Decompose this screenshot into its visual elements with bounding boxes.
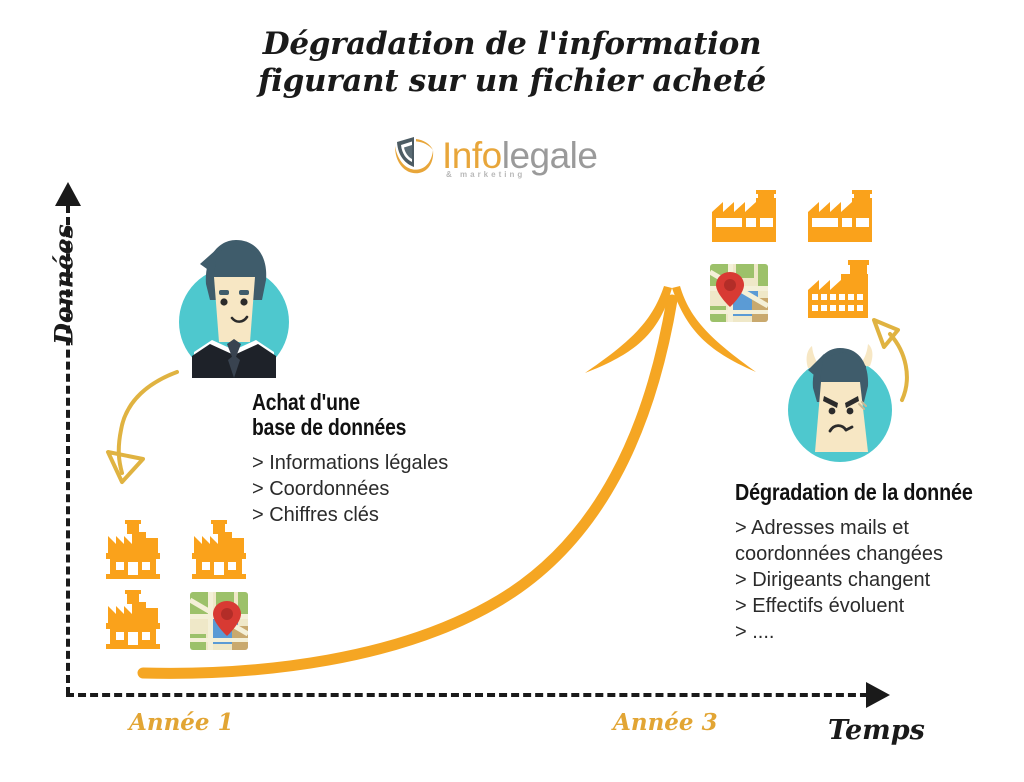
left-block-heading: Achat d'une base de données [252,390,496,440]
factory-grid-icon [802,260,882,324]
left-heading-line-2: base de données [252,414,407,440]
left-block-bullets: > Informations légales > Coordonnées > C… [252,450,542,528]
x-tick-label-annee-1: Année 1 [129,709,234,736]
list-item-continuation: coordonnées changées [735,543,943,565]
logo-tagline: & marketing [446,169,526,179]
x-axis-arrowhead [866,682,890,708]
x-axis-line [66,693,880,697]
left-annotation-block: Achat d'une base de données > Informatio… [252,390,542,528]
right-annotation-block: Dégradation de la donnée > Adresses mail… [735,480,1024,645]
factory-band-icon [802,190,882,252]
devil-horn-left [806,346,822,368]
right-block-bullets: > Adresses mails et coordonnées changées… [735,515,1024,645]
happy-businessman-avatar [170,222,298,382]
list-item: > Dirigeants changent [735,569,931,591]
page-title-line-1: Dégradation de l'information [262,26,762,62]
list-item: > Adresses mails et [735,517,909,539]
map-tile-icon [706,262,786,324]
x-tick-label-annee-3: Année 3 [613,709,718,736]
list-item: > Effectifs évoluent [735,595,905,617]
page-title: Dégradation de l'information figurant su… [0,26,1024,100]
factory-sawtooth-icon [186,520,258,582]
data-icons-group-right [706,190,882,324]
factory-sawtooth-icon [100,590,172,652]
data-icons-group-left [100,520,258,652]
list-item: > .... [735,621,775,643]
shield-swoosh-icon [392,133,436,177]
list-item: > Chiffres clés [252,504,379,526]
list-item: > Coordonnées [252,478,390,500]
list-item: > Informations légales [252,452,449,474]
x-axis-label: Temps [828,715,925,746]
logo-text-info: Info [442,134,502,176]
devil-horn-right [858,344,873,367]
logo-wordmark: Infolegale & marketing [442,134,598,179]
angry-devil-avatar [780,330,900,480]
right-block-heading: Dégradation de la donnée [735,479,973,505]
brand-logo: Infolegale & marketing [392,126,642,184]
left-heading-line-1: Achat d'une [252,389,360,415]
factory-sawtooth-icon [100,520,172,582]
y-axis-line [66,205,70,695]
y-axis-arrowhead [55,182,81,206]
factory-band-icon [706,190,786,252]
logo-text-legale: legale [501,134,598,176]
map-tile-icon [186,590,258,652]
page-title-line-2: figurant sur un fichier acheté [258,63,766,99]
